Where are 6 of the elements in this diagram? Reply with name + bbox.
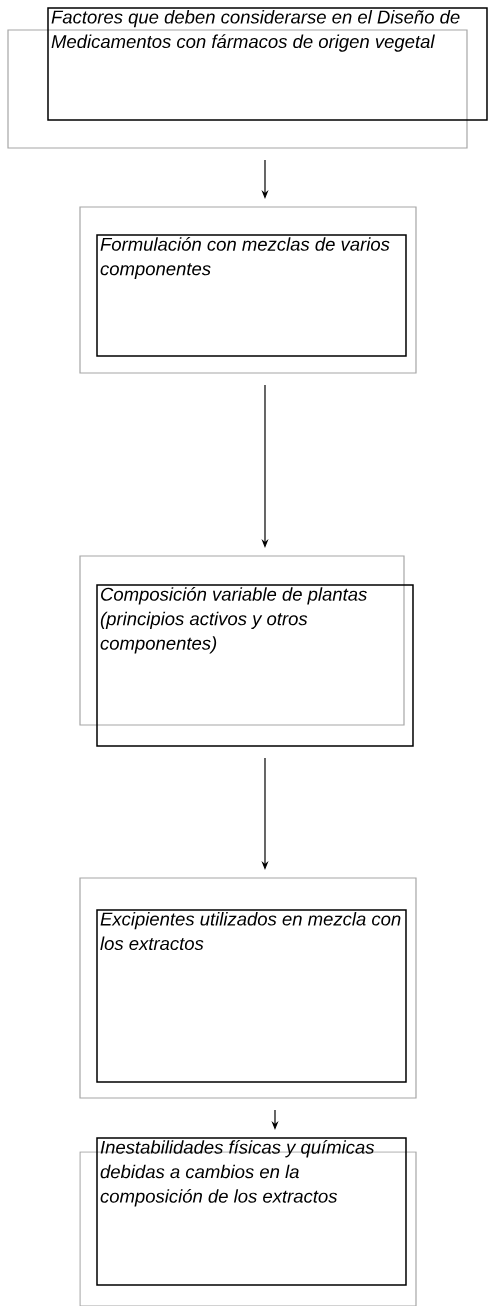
- process-box: Factores que deben considerarse en el Diseño de Medicamentos con fármacos de origen vegetal: [7, 7, 488, 149]
- node-label: Factores que deben considerarse en el Diseño de: [51, 10, 460, 28]
- process-box: Excipientes utilizados en mezcla con los extractos: [79, 877, 417, 1099]
- process-box: Composición variable de plantas (principios activos y otros componentes): [79, 555, 414, 747]
- process-box: Formulación con mezclas de varios componentes: [79, 206, 417, 374]
- process-box: Inestabilidades físicas y químicas debidas a cambios en la composición de los extractos: [79, 1137, 417, 1306]
